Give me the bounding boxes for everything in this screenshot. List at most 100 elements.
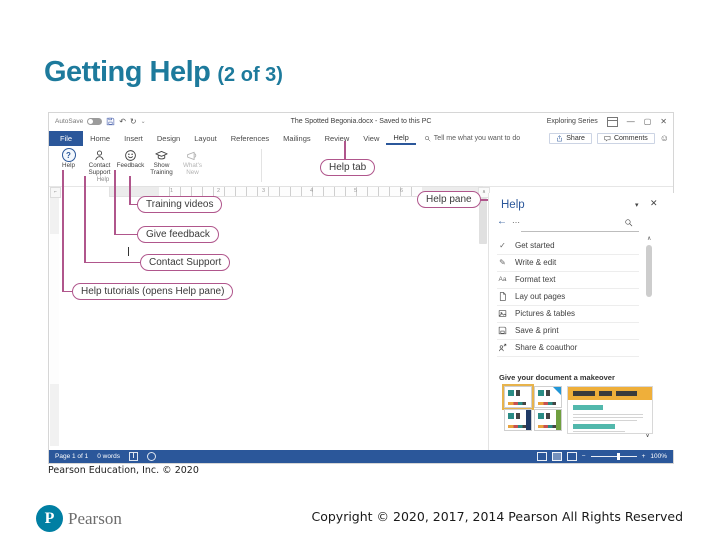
whats-new-button[interactable]: What's New: [177, 148, 208, 176]
ribbon-display-options-icon[interactable]: [606, 116, 618, 127]
print-layout-icon[interactable]: [551, 452, 562, 461]
tab-selector[interactable]: ⌐: [50, 187, 61, 198]
tell-me-search[interactable]: Tell me what you want to do: [424, 135, 520, 142]
ruler-number: 2: [217, 188, 221, 194]
template-thumbnail-2[interactable]: [534, 386, 562, 408]
tab-file[interactable]: File: [49, 130, 84, 146]
tab-layout[interactable]: Layout: [194, 133, 217, 143]
save-icon[interactable]: [106, 117, 115, 126]
tab-references[interactable]: References: [230, 133, 270, 143]
preview-bar: [573, 391, 595, 396]
help-item-get-started[interactable]: ✓ Get started: [497, 237, 639, 255]
maximize-icon[interactable]: ▢: [643, 116, 652, 126]
help-item-pictures-tables[interactable]: Pictures & tables: [497, 305, 639, 323]
thumb-block: [538, 413, 544, 419]
zoom-in-icon[interactable]: +: [641, 453, 646, 460]
pane-search-icon[interactable]: [624, 218, 633, 229]
preview-bar: [616, 391, 637, 396]
vertical-ruler-text-area: [50, 234, 59, 384]
tab-help[interactable]: Help: [386, 131, 416, 145]
pane-scroll-down-icon[interactable]: ∨: [645, 432, 651, 439]
help-button[interactable]: ? Help: [53, 148, 84, 176]
zoom-out-icon[interactable]: −: [581, 453, 586, 460]
template-thumbnail-1[interactable]: [504, 386, 532, 408]
share-button[interactable]: Share: [549, 132, 592, 144]
contact-support-label-line2: Support: [88, 169, 111, 177]
window-controls: Exploring Series — ▢ ✕: [546, 116, 667, 127]
web-layout-icon[interactable]: [566, 452, 577, 461]
feedback-smiley-icon[interactable]: ☺: [659, 132, 669, 143]
preview-teal-bar: [573, 424, 615, 429]
document-scrollbar[interactable]: [479, 198, 487, 244]
help-item-share-coauthor[interactable]: Share & coauthor: [497, 339, 639, 357]
customize-qat-icon[interactable]: ⌄: [140, 118, 146, 125]
vertical-ruler[interactable]: [50, 198, 59, 446]
help-item-format-text[interactable]: Aa Format text: [497, 271, 639, 289]
template-thumbnail-4[interactable]: [534, 409, 562, 431]
accessibility-icon[interactable]: [147, 452, 157, 461]
read-mode-icon[interactable]: [536, 452, 547, 461]
ribbon-help-tab-content: ? Help Contact Support Feedb: [49, 146, 673, 187]
thumb-bar: [526, 410, 531, 430]
word-count[interactable]: 0 words: [97, 453, 121, 460]
contact-support-label-line1: Contact: [88, 162, 111, 169]
proofing-icon[interactable]: [129, 452, 139, 461]
status-bar: Page 1 of 1 0 words − + 100%: [49, 450, 673, 463]
comment-icon: [604, 135, 611, 141]
feedback-button[interactable]: Feedback: [115, 148, 146, 176]
zoom-slider-thumb[interactable]: [616, 453, 620, 460]
zoom-slider[interactable]: [590, 453, 637, 460]
ruler-number: 6: [400, 188, 404, 194]
show-training-button[interactable]: Show Training: [146, 148, 177, 176]
preview-teal-bar: [573, 405, 603, 410]
thumb-block: [516, 413, 520, 419]
tab-home[interactable]: Home: [90, 133, 111, 143]
window-titlebar: AutoSave ↶ ↻ ⌄ The Spotted Begonia.docx …: [49, 113, 673, 130]
share-icon: [557, 134, 563, 141]
ruler-number: 3: [262, 188, 266, 194]
whats-new-label-line1: What's: [182, 162, 203, 169]
horizontal-ruler[interactable]: 1 2 3 4 5 6: [109, 186, 483, 197]
comments-button[interactable]: Comments: [596, 132, 655, 144]
tab-view[interactable]: View: [363, 133, 380, 143]
ribbon-buttons: ? Help Contact Support Feedb: [49, 146, 673, 176]
contact-support-button[interactable]: Contact Support: [84, 148, 115, 176]
help-item-save-print[interactable]: Save & print: [497, 322, 639, 340]
pane-scrollbar[interactable]: [646, 245, 652, 297]
more-icon[interactable]: ⋯: [512, 218, 521, 227]
page-indicator[interactable]: Page 1 of 1: [55, 453, 89, 460]
pane-close-icon[interactable]: ✕: [650, 198, 658, 208]
pane-options-icon[interactable]: ▾: [635, 202, 639, 209]
back-arrow-icon[interactable]: ←: [497, 216, 507, 227]
pane-scroll-up-icon[interactable]: ∧: [647, 236, 652, 242]
check-icon: ✓: [499, 241, 506, 250]
zoom-level[interactable]: 100%: [650, 453, 667, 460]
ribbon-tab-row: File Home Insert Design Layout Reference…: [49, 130, 673, 146]
pearson-wordmark: Pearson: [68, 509, 122, 528]
ruler-number: 4: [310, 188, 314, 194]
help-item-label: Save & print: [515, 326, 559, 335]
tab-design[interactable]: Design: [156, 133, 181, 143]
word-window: AutoSave ↶ ↻ ⌄ The Spotted Begonia.docx …: [48, 112, 674, 464]
tab-insert[interactable]: Insert: [124, 133, 143, 143]
undo-icon[interactable]: ↶: [119, 116, 126, 126]
preview-line: [573, 414, 643, 415]
thumb-block: [546, 413, 550, 419]
tab-mailings[interactable]: Mailings: [283, 133, 311, 143]
graduation-cap-icon: [146, 148, 177, 162]
preview-line: [573, 417, 643, 418]
account-name[interactable]: Exploring Series: [546, 118, 598, 125]
template-thumbnail-3[interactable]: [504, 409, 532, 431]
page-title: Getting Help(2 of 3): [44, 56, 283, 89]
thumb-block: [546, 390, 550, 396]
template-preview[interactable]: [567, 386, 653, 434]
redo-icon[interactable]: ↻: [129, 116, 137, 126]
minimize-icon[interactable]: —: [626, 116, 635, 126]
help-item-write-edit[interactable]: ✎ Write & edit: [497, 254, 639, 272]
close-icon[interactable]: ✕: [660, 116, 667, 126]
whats-new-label: What's New: [177, 162, 208, 176]
help-item-lay-out-pages[interactable]: Lay out pages: [497, 288, 639, 306]
autosave-toggle[interactable]: [87, 118, 103, 125]
tab-review[interactable]: Review: [324, 133, 350, 143]
